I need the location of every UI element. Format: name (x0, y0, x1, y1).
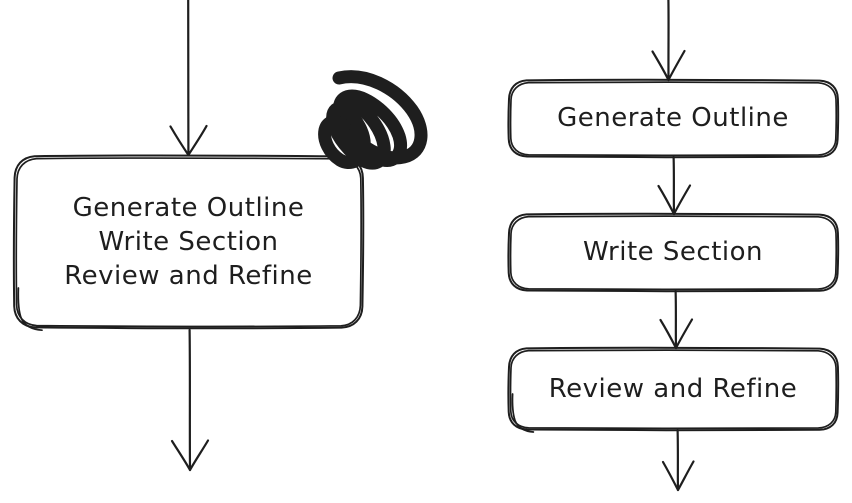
right-arrow-2-3 (659, 289, 694, 350)
node-review-refine-shape[interactable] (507, 346, 840, 433)
left-merged-node-shape[interactable] (12, 154, 365, 332)
right-arrow-in (651, 0, 686, 82)
left-arrow-out (170, 328, 210, 472)
right-arrow-out (661, 428, 695, 492)
node-write-section-shape[interactable] (507, 212, 840, 293)
right-arrow-1-2 (657, 155, 692, 216)
scribble-annotation[interactable] (318, 70, 428, 170)
left-arrow-in (169, 0, 208, 157)
node-generate-outline-shape[interactable] (507, 78, 840, 159)
